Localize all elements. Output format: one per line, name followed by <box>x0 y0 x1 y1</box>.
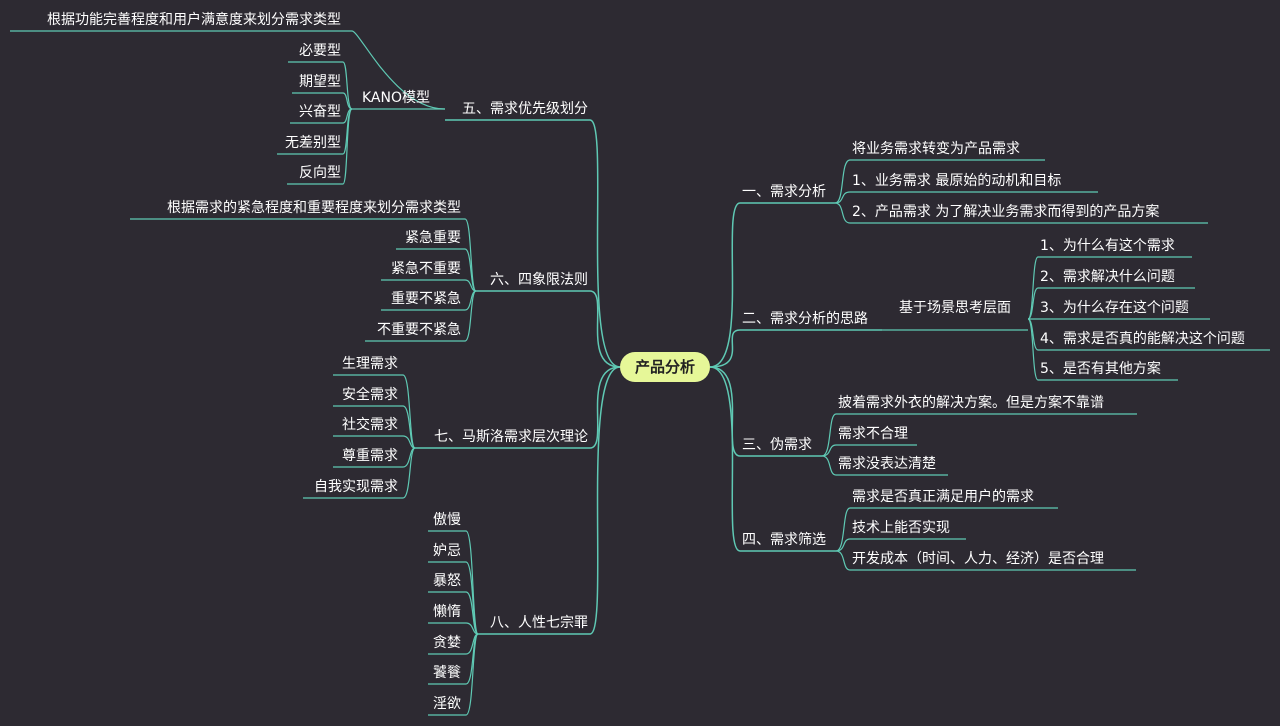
branch-requirement-screening[interactable]: 四、需求筛选 <box>742 532 826 548</box>
connector-line <box>835 507 1058 552</box>
connector-line <box>1027 287 1195 320</box>
connector-line <box>709 366 836 552</box>
connector-line <box>1027 318 1178 381</box>
connector-line <box>381 279 477 292</box>
node-esteem[interactable]: 尊重需求 <box>342 448 398 464</box>
connector-line <box>365 290 477 342</box>
connector-line <box>834 191 1098 204</box>
branch-four-quadrants[interactable]: 六、四象限法则 <box>490 272 588 288</box>
connector-line <box>835 550 1136 571</box>
node-attractive[interactable]: 兴奋型 <box>299 104 341 120</box>
branch-seven-sins[interactable]: 八、人性七宗罪 <box>490 615 588 631</box>
node-gluttony[interactable]: 饕餮 <box>433 665 461 681</box>
connector-line <box>428 622 479 635</box>
connector-line <box>589 290 621 368</box>
connector-line <box>428 591 479 635</box>
node-safety[interactable]: 安全需求 <box>342 387 398 403</box>
node-why-need[interactable]: 1、为什么有这个需求 <box>1040 238 1175 254</box>
connector-line <box>333 435 416 449</box>
connector-line <box>589 119 621 368</box>
connector-line <box>834 159 1045 204</box>
connector-line <box>821 413 1137 457</box>
node-must-be[interactable]: 必要型 <box>299 43 341 59</box>
connector-line <box>10 30 446 110</box>
connector-line <box>292 92 353 110</box>
node-scenario-thinking[interactable]: 基于场景思考层面 <box>899 300 1011 316</box>
node-indifferent[interactable]: 无差别型 <box>285 135 341 151</box>
node-social[interactable]: 社交需求 <box>342 417 398 433</box>
connector-line <box>835 538 966 552</box>
connector-line <box>834 202 1208 224</box>
connector-line <box>287 108 353 185</box>
node-performance[interactable]: 期望型 <box>299 74 341 90</box>
connector-line <box>821 455 948 476</box>
branch-analysis-approach[interactable]: 二、需求分析的思路 <box>742 311 868 327</box>
node-product-requirement[interactable]: 2、产品需求 为了解决业务需求而得到的产品方案 <box>852 204 1160 220</box>
node-disguised-solution[interactable]: 披着需求外衣的解决方案。但是方案不靠谱 <box>838 395 1104 411</box>
node-kano-model[interactable]: KANO模型 <box>361 90 430 106</box>
node-pride[interactable]: 傲慢 <box>433 512 461 528</box>
node-envy[interactable]: 妒忌 <box>433 543 461 559</box>
connector-line <box>428 633 479 716</box>
connector-line <box>709 329 882 368</box>
node-urgent-important[interactable]: 紧急重要 <box>405 230 461 246</box>
connector-line <box>589 366 621 635</box>
node-reverse[interactable]: 反向型 <box>299 165 341 181</box>
node-self-actualization[interactable]: 自我实现需求 <box>314 479 398 495</box>
node-wrath[interactable]: 暴怒 <box>433 573 461 589</box>
node-physiological[interactable]: 生理需求 <box>342 356 398 372</box>
node-unreasonable[interactable]: 需求不合理 <box>838 426 908 442</box>
branch-priority[interactable]: 五、需求优先级划分 <box>462 101 588 117</box>
connector-line <box>709 202 835 368</box>
node-kano-description[interactable]: 根据功能完善程度和用户满意度来划分需求类型 <box>47 12 341 28</box>
connector-line <box>303 447 416 499</box>
node-important-not-urgent[interactable]: 重要不紧急 <box>391 291 461 307</box>
connector-line <box>396 248 477 292</box>
branch-pseudo-requirement[interactable]: 三、伪需求 <box>742 437 812 453</box>
node-why-problem-exists[interactable]: 3、为什么存在这个问题 <box>1040 300 1189 316</box>
node-business-requirement[interactable]: 1、业务需求 最原始的动机和目标 <box>852 173 1062 189</box>
connector-line <box>288 61 353 110</box>
node-what-problem[interactable]: 2、需求解决什么问题 <box>1040 269 1175 285</box>
node-technical-feasibility[interactable]: 技术上能否实现 <box>852 520 950 536</box>
node-greed[interactable]: 贪婪 <box>433 635 461 651</box>
node-dev-cost[interactable]: 开发成本（时间、人力、经济）是否合理 <box>852 551 1104 567</box>
node-business-to-product[interactable]: 将业务需求转变为产品需求 <box>852 141 1020 157</box>
node-other-solutions[interactable]: 5、是否有其他方案 <box>1040 361 1161 377</box>
connector-line <box>709 366 822 457</box>
connector-line <box>821 444 917 457</box>
connector-line <box>333 405 416 449</box>
central-node[interactable]: 产品分析 <box>620 352 710 382</box>
node-neither[interactable]: 不重要不紧急 <box>377 322 461 338</box>
node-urgent-not-important[interactable]: 紧急不重要 <box>391 261 461 277</box>
branch-requirement-analysis[interactable]: 一、需求分析 <box>742 184 826 200</box>
node-lust[interactable]: 淫欲 <box>433 696 461 712</box>
node-can-solve[interactable]: 4、需求是否真的能解决这个问题 <box>1040 331 1245 347</box>
node-meets-user-need[interactable]: 需求是否真正满足用户的需求 <box>852 489 1034 505</box>
node-sloth[interactable]: 懒惰 <box>433 604 461 620</box>
node-quadrant-description[interactable]: 根据需求的紧急程度和重要程度来划分需求类型 <box>167 200 461 216</box>
branch-maslow[interactable]: 七、马斯洛需求层次理论 <box>434 429 588 445</box>
node-unclear[interactable]: 需求没表达清楚 <box>838 456 936 472</box>
connector-line <box>589 366 621 449</box>
